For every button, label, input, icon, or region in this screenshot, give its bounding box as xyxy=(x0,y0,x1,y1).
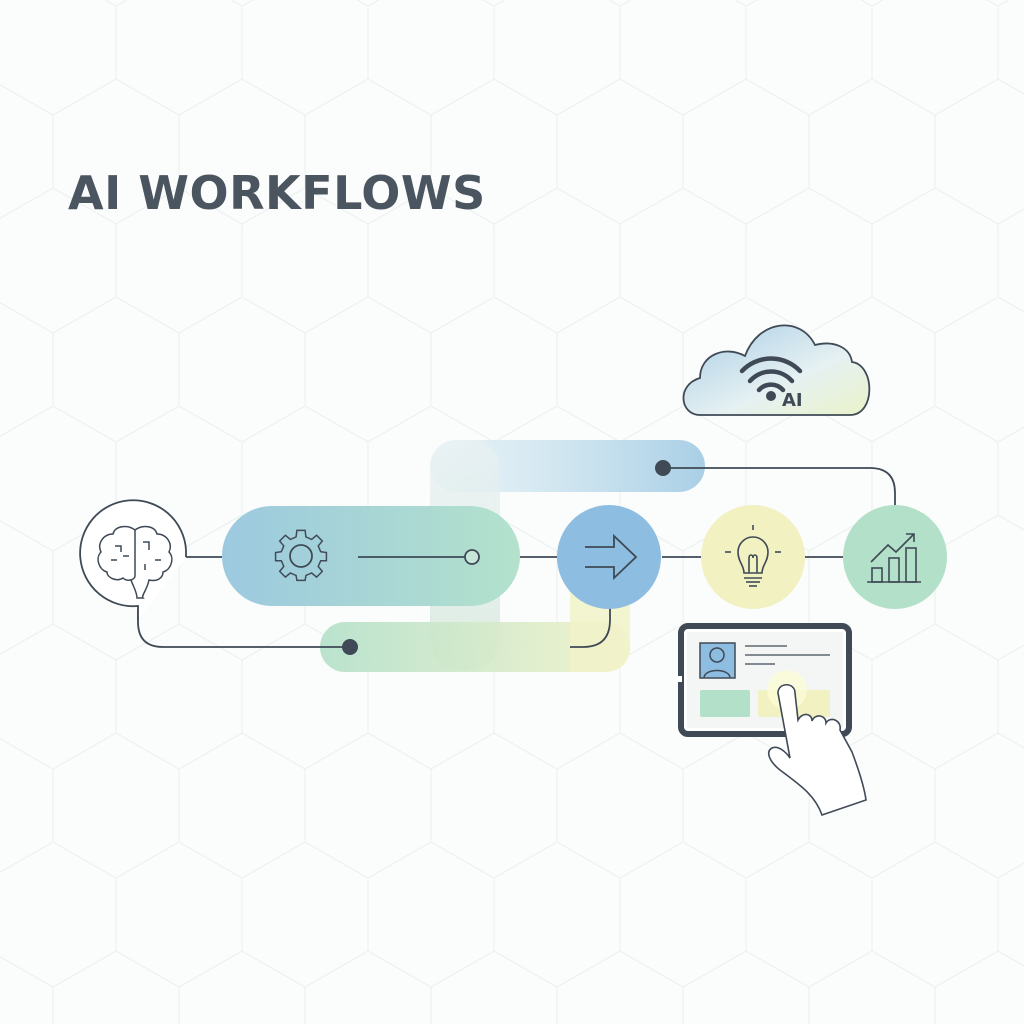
settings-pill[interactable] xyxy=(222,506,520,606)
brain-icon xyxy=(97,525,173,599)
ai-cloud[interactable]: AI xyxy=(682,324,871,416)
connector-dot xyxy=(655,460,671,476)
wifi-icon xyxy=(739,356,803,393)
connector-lines xyxy=(137,467,896,648)
connector-open-node xyxy=(464,549,480,565)
brain-node[interactable] xyxy=(79,499,187,620)
process-node[interactable] xyxy=(557,505,661,609)
connector-dot xyxy=(342,639,358,655)
page-title: AI WORKFLOWS xyxy=(68,166,486,220)
tablet-button-green[interactable] xyxy=(700,690,750,717)
idea-node[interactable] xyxy=(701,505,805,609)
cloud-label: AI xyxy=(782,390,803,411)
bar-chart-trend-icon xyxy=(867,533,921,583)
pointing-hand-icon xyxy=(768,683,867,817)
arrow-right-icon xyxy=(585,533,638,581)
gear-icon xyxy=(274,529,328,582)
user-profile-icon xyxy=(699,642,736,679)
lightbulb-icon xyxy=(725,525,781,587)
tablet-device[interactable] xyxy=(678,623,867,817)
analytics-node[interactable] xyxy=(843,505,947,609)
